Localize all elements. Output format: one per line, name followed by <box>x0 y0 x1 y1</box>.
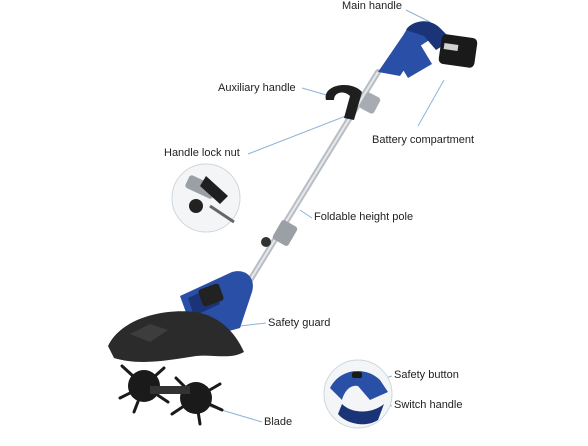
blade <box>120 366 222 424</box>
label-handle-lock-nut: Handle lock nut <box>164 147 240 160</box>
callout-battery <box>418 80 444 126</box>
label-auxiliary-handle: Auxiliary handle <box>218 82 296 95</box>
label-safety-button: Safety button <box>394 369 459 382</box>
label-main-handle: Main handle <box>342 0 402 13</box>
inset-switch-handle <box>324 360 392 428</box>
auxiliary-handle <box>326 85 382 120</box>
label-switch-handle: Switch handle <box>394 399 463 412</box>
label-blade: Blade <box>264 416 292 429</box>
label-foldable-height-pole: Foldable height pole <box>314 211 413 224</box>
callout-height-pole <box>300 210 312 218</box>
callout-auxiliary-handle <box>302 88 330 96</box>
inset-handle-lock-nut <box>172 164 240 232</box>
label-battery-compartment: Battery compartment <box>372 134 474 147</box>
callout-main-handle <box>406 10 430 22</box>
main-handle <box>378 21 478 78</box>
label-safety-guard: Safety guard <box>268 317 330 330</box>
